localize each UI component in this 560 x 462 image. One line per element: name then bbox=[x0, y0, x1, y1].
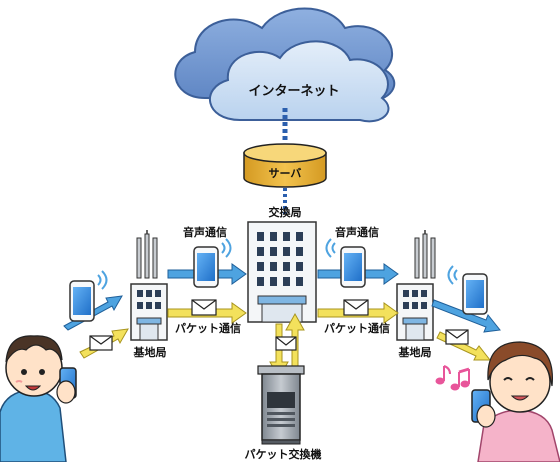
base-station-right: 基地局 bbox=[396, 230, 436, 359]
phone-icon-left-near bbox=[193, 238, 232, 288]
arrow-base-to-girl bbox=[431, 299, 501, 333]
envelope-icon-center bbox=[275, 336, 297, 351]
server-label: サーバ bbox=[269, 167, 302, 180]
envelope-icon-right bbox=[343, 299, 369, 316]
base-station-left: 基地局 bbox=[130, 230, 168, 359]
envelope-icon-girl bbox=[445, 329, 469, 345]
exchange-building bbox=[247, 221, 317, 323]
internet-label: インターネット bbox=[248, 84, 339, 99]
boy-figure bbox=[0, 335, 77, 462]
cloud-front bbox=[209, 40, 390, 123]
antenna-left bbox=[136, 230, 158, 279]
server-cylinder: サーバ bbox=[243, 143, 327, 188]
packet-switch-machine bbox=[257, 365, 305, 445]
antenna-right bbox=[414, 230, 436, 279]
packet-switch-label: パケット交換機 bbox=[245, 447, 322, 461]
internet-cloud: インターネット bbox=[174, 7, 396, 123]
packet-right-label: パケット通信 bbox=[324, 321, 390, 335]
packet-left-label: パケット通信 bbox=[175, 321, 241, 335]
phone-icon-right-near bbox=[325, 238, 366, 288]
envelope-icons bbox=[89, 299, 469, 351]
envelope-icon-boy bbox=[89, 335, 113, 351]
music-note-icon bbox=[435, 365, 470, 391]
voice-right-label: 音声通信 bbox=[335, 225, 379, 239]
exchange-windows bbox=[257, 232, 303, 286]
voice-left-label: 音声通信 bbox=[183, 225, 227, 239]
phone-icon-right-far bbox=[447, 265, 488, 315]
envelope-icon-left bbox=[191, 299, 217, 316]
phone-icon-left-far bbox=[69, 270, 108, 322]
base-station-right-label: 基地局 bbox=[398, 345, 432, 359]
base-station-left-label: 基地局 bbox=[133, 345, 167, 359]
girl-figure bbox=[471, 341, 560, 462]
exchange-label: 交換局 bbox=[269, 205, 302, 219]
phone-icons bbox=[69, 238, 488, 322]
